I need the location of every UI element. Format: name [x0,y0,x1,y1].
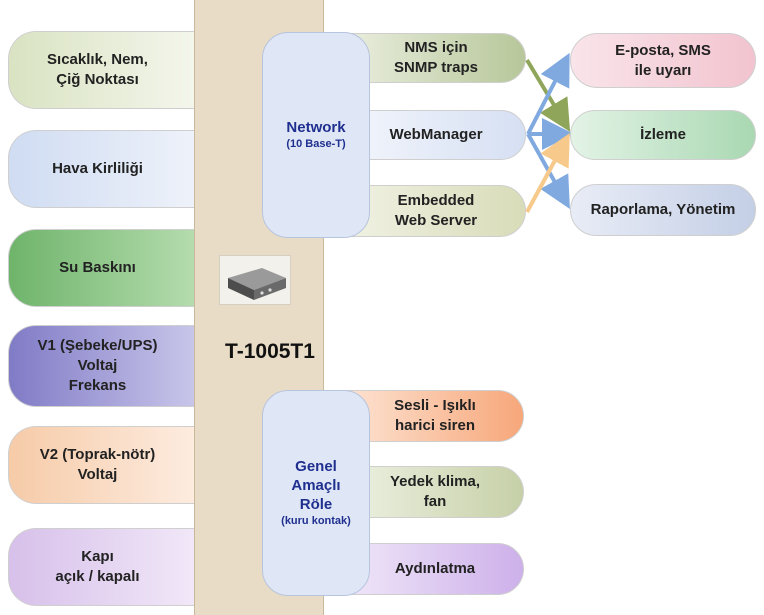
destination-label-line: E-posta, SMS [615,41,711,59]
sensor-label-line: V2 (Toprak-nötr) [39,446,156,463]
sensor-label-line: V1 (Şebeke/UPS) [37,337,158,354]
network-title: Network [286,119,346,136]
sensor-label-line: Çiğ Noktası [56,71,139,88]
relay-line: Amaçlı [291,477,341,494]
sensor-label-line: Voltaj [77,466,118,483]
destination-label-line: İzleme [640,126,686,143]
output-label-line: Yedek klima, [389,473,481,490]
device-title: T-1005T1 [225,340,315,363]
destination-label-line: Raporlama, Yönetim [590,201,736,218]
relay-line: Genel [295,458,337,475]
output-label-line: WebManager [389,126,483,143]
sensor-label-line: Frekans [68,377,127,394]
sensor-temperature-humidity: Sıcaklık, Nem, Çiğ Noktası [8,31,196,109]
arrow-web-to-email [526,52,570,135]
arrow-snmp-to-monitoring [525,58,571,132]
device-image-icon [219,255,291,305]
network-subtitle: (10 Base-T) [286,138,346,150]
destination-reporting: Raporlama, Yönetim [570,184,756,236]
relay-subtitle: (kuru kontak) [281,515,351,527]
output-label-line: harici siren [394,417,476,434]
sensor-label-line: Voltaj [77,357,118,374]
arrow-server-to-monitoring [525,132,570,213]
sensor-label-line: açık / kapalı [55,568,140,585]
output-label-line: fan [423,493,447,510]
destination-email-sms: E-posta, SMS ile uyarı [570,33,756,88]
sensor-label-line: Sıcaklık, Nem, [47,51,148,68]
sensor-air-pollution: Hava Kirliliği [8,130,196,208]
output-label-line: Web Server [394,212,478,229]
sensor-v2-ground: V2 (Toprak-nötr) Voltaj [8,426,196,504]
output-label-line: Sesli - Işıklı [394,397,476,414]
destination-monitoring: İzleme [570,110,756,160]
sensor-flood: Su Baskını [8,229,196,307]
sensor-label-line: Su Baskını [59,259,136,276]
output-label-line: Embedded [397,192,475,209]
relay-hub: Genel Amaçlı Röle (kuru kontak) [262,390,370,596]
output-label-line: Aydınlatma [394,560,476,577]
relay-line: Röle [299,496,333,513]
arrow-web-to-reporting [526,133,570,209]
sensor-door: Kapı açık / kapalı [8,528,196,606]
sensor-label-line: Kapı [81,548,114,565]
output-label-line: NMS için [404,39,468,56]
sensor-label-line: Hava Kirliliği [52,160,143,177]
destination-label-line: ile uyarı [634,61,692,79]
output-label-line: SNMP traps [394,59,478,76]
network-hub: Network (10 Base-T) [262,32,370,238]
